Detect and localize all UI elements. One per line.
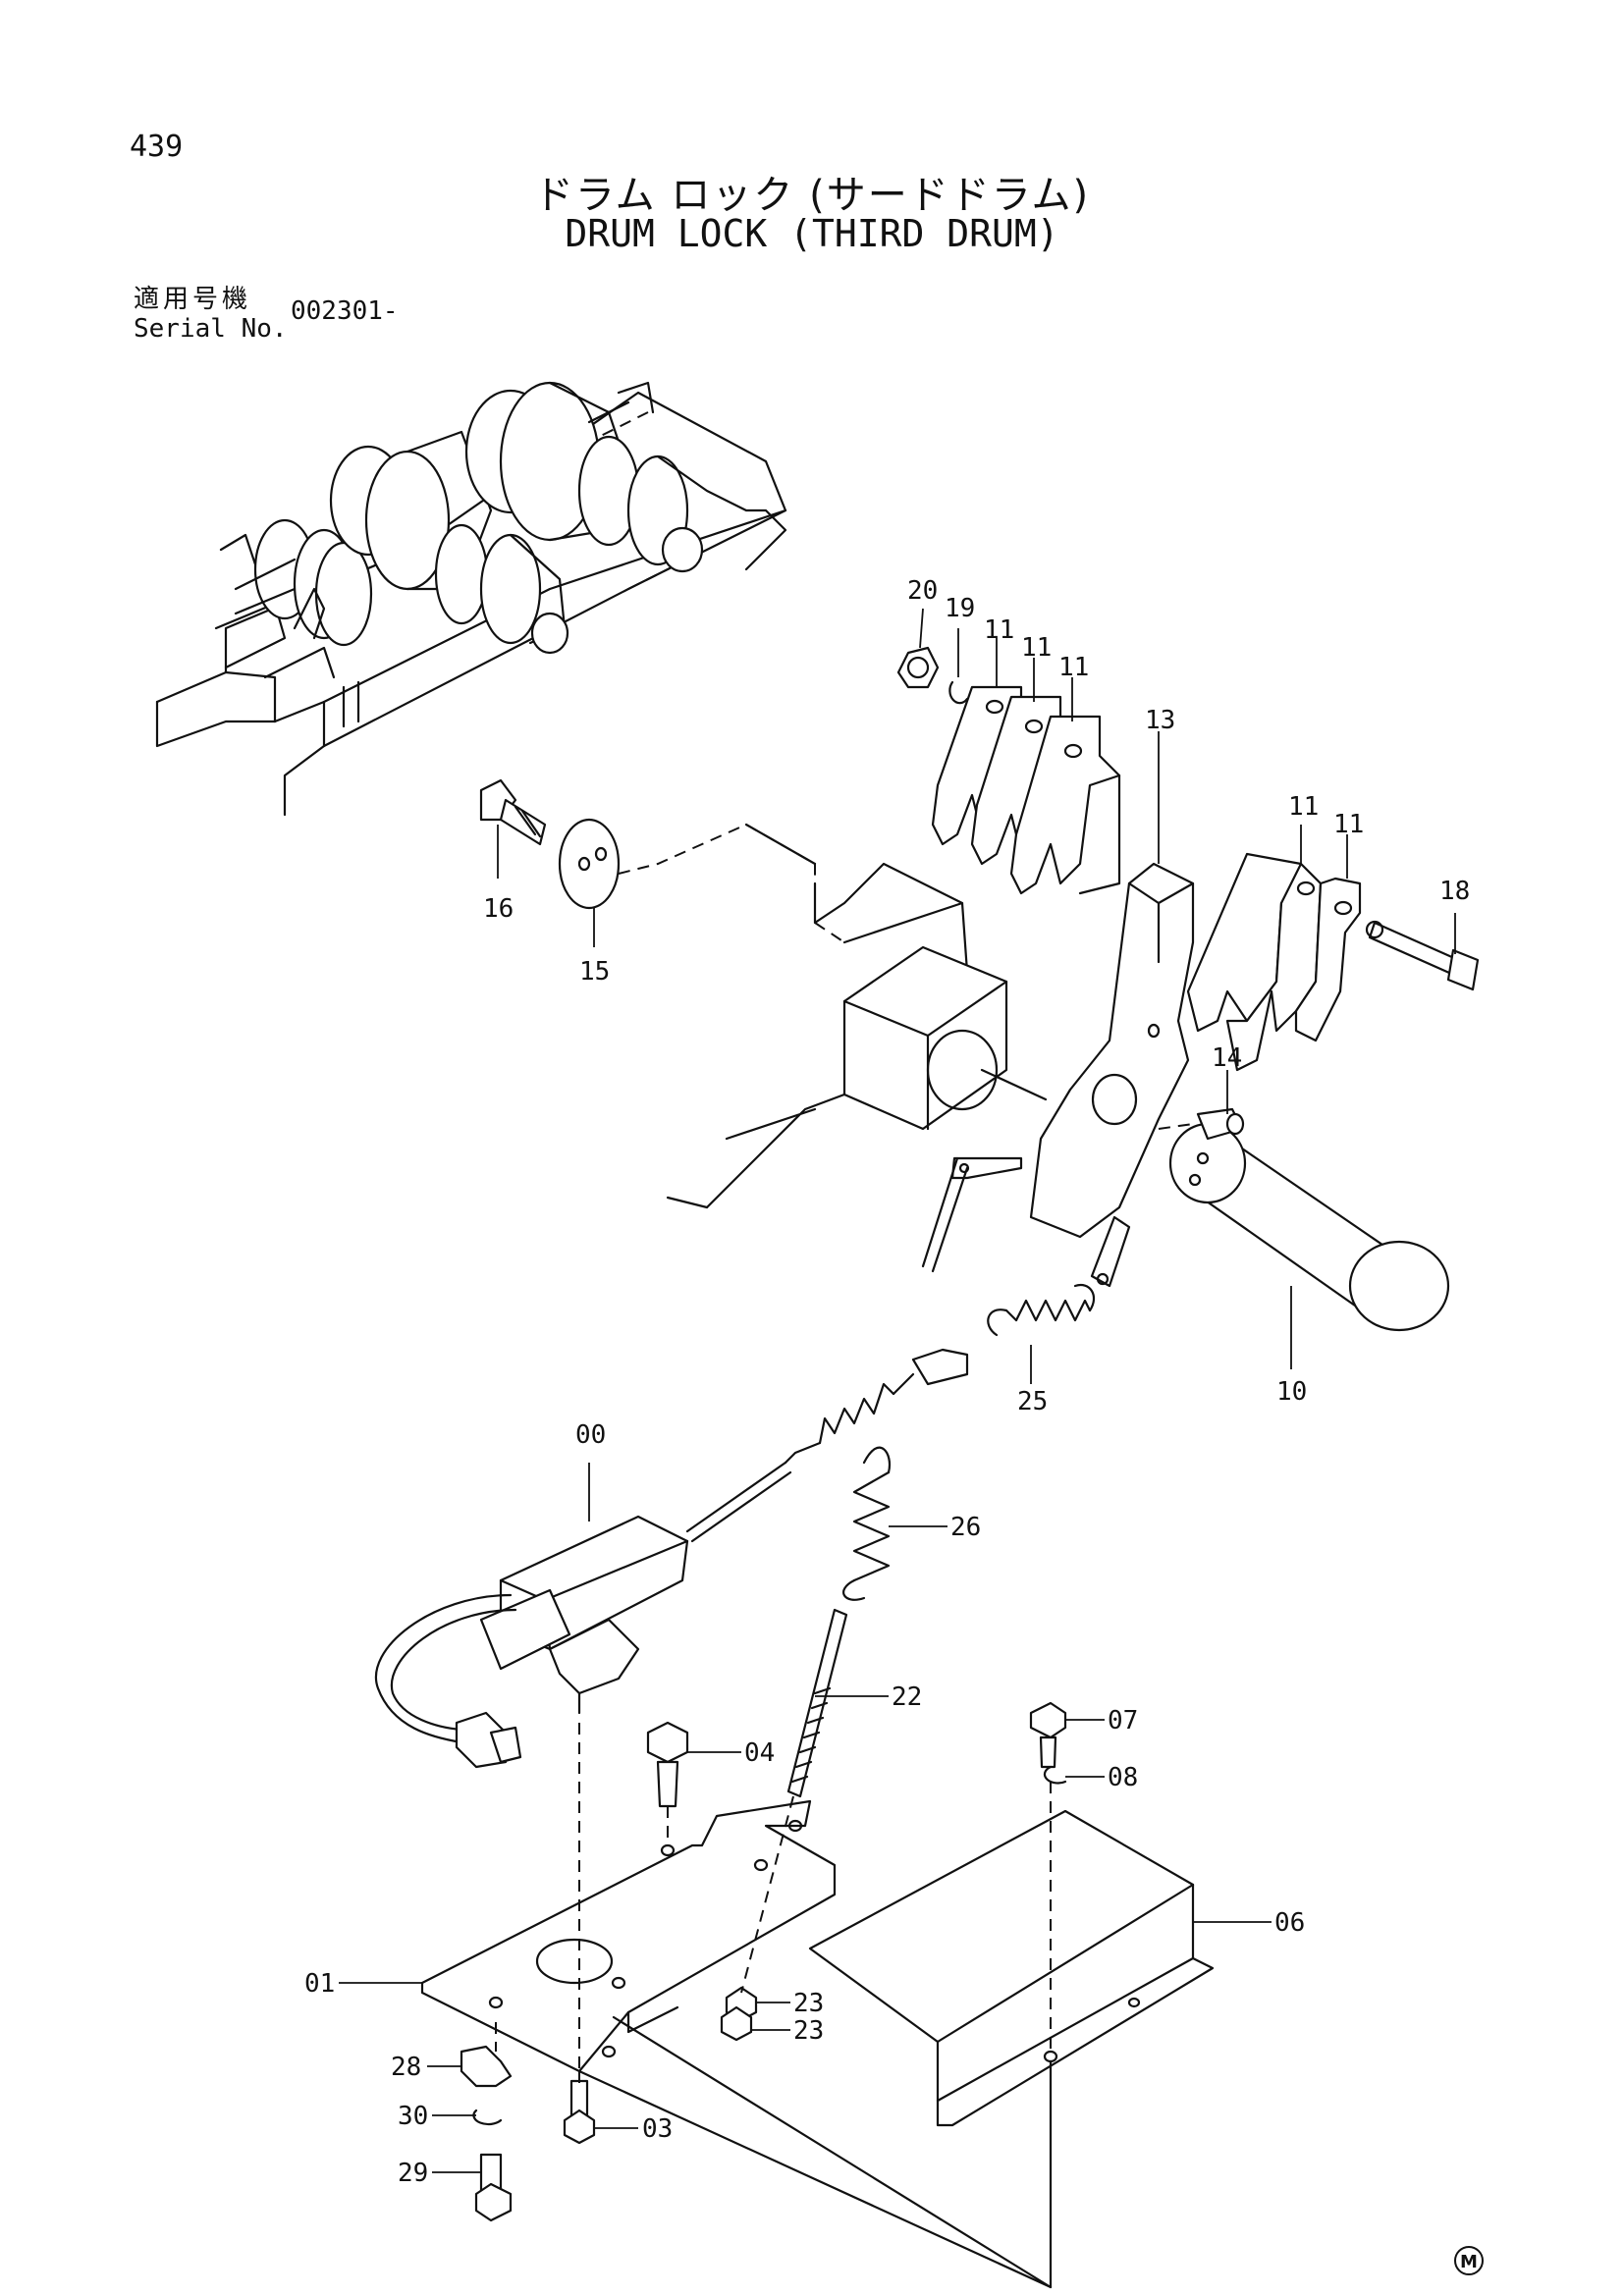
circled-m-mark: M [1454, 2246, 1484, 2275]
part-label-06: 06 [1274, 1908, 1305, 1938]
part-label-23b: 23 [793, 2016, 824, 2046]
part-label-19: 19 [945, 594, 975, 623]
serial-label-japanese: 適用号機 [134, 285, 252, 314]
lock-pin [1168, 1122, 1450, 1332]
part-label-15: 15 [579, 957, 610, 987]
rod-22 [786, 1608, 848, 1798]
part-label-29: 29 [398, 2159, 428, 2188]
bolt-03 [563, 2079, 596, 2145]
part-label-00: 00 [575, 1420, 606, 1450]
part-label-23a: 23 [793, 1989, 824, 2018]
actuator-cable-00 [375, 1156, 969, 1769]
bolt-18 [1365, 920, 1480, 991]
title-japanese: ドラム ロック (サードドラム) [533, 173, 1091, 218]
lock-lever-plate [950, 862, 1195, 1288]
bolt-04 [646, 1721, 689, 1808]
part-label-11a: 11 [984, 615, 1014, 645]
part-label-16: 16 [483, 894, 514, 924]
part-label-20: 20 [907, 576, 938, 606]
serial-number-value: 002301- [291, 296, 399, 326]
title-english: DRUM LOCK (THIRD DRUM) [565, 212, 1059, 255]
fork-plates-right [1186, 852, 1362, 1072]
drum-housing-sketch [618, 823, 1048, 1209]
grease-fitting-14 [1158, 1107, 1245, 1141]
disc-15 [558, 818, 621, 910]
part-label-13: 13 [1145, 706, 1175, 735]
spring-26 [842, 1446, 892, 1601]
part-label-25: 25 [1017, 1387, 1048, 1416]
leader-lines [339, 608, 1456, 2173]
bolt-16 [479, 778, 547, 846]
part-label-01: 01 [304, 1969, 335, 1999]
part-label-04: 04 [744, 1738, 775, 1768]
part-label-22: 22 [892, 1682, 922, 1712]
part-label-08: 08 [1108, 1763, 1138, 1792]
part-label-18: 18 [1439, 877, 1470, 906]
part-labels: 20 19 11 11 11 13 11 11 18 14 10 25 16 1… [304, 576, 1470, 2188]
assembly-guide-lines [495, 1723, 1053, 2289]
bolt-07 [1029, 1701, 1067, 1769]
bolt-29 [474, 2153, 513, 2222]
spring-25 [987, 1283, 1096, 1337]
washer-30 [472, 2109, 503, 2126]
fork-plates-upper [931, 685, 1121, 895]
part-label-11d: 11 [1288, 792, 1319, 822]
washer-08 [1043, 1765, 1067, 1785]
part-label-28: 28 [391, 2053, 421, 2082]
part-label-14: 14 [1212, 1043, 1242, 1073]
part-label-07: 07 [1108, 1706, 1138, 1735]
page-number: 439 [130, 130, 184, 164]
nut-and-washer [896, 646, 969, 705]
part-label-11e: 11 [1333, 810, 1364, 839]
part-label-03: 03 [642, 2114, 673, 2144]
serial-label-english: Serial No. [134, 314, 288, 344]
part-label-10: 10 [1276, 1377, 1307, 1407]
part-label-26: 26 [950, 1513, 981, 1542]
cover-06 [808, 1809, 1215, 2127]
mark-letter: M [1460, 2252, 1478, 2272]
part-label-30: 30 [398, 2102, 428, 2131]
part-label-11b: 11 [1021, 633, 1052, 663]
clip-28 [460, 2045, 513, 2088]
winch-overview-illustration [155, 381, 787, 817]
nut-23-lower [720, 2005, 753, 2042]
part-label-11c: 11 [1058, 653, 1089, 682]
